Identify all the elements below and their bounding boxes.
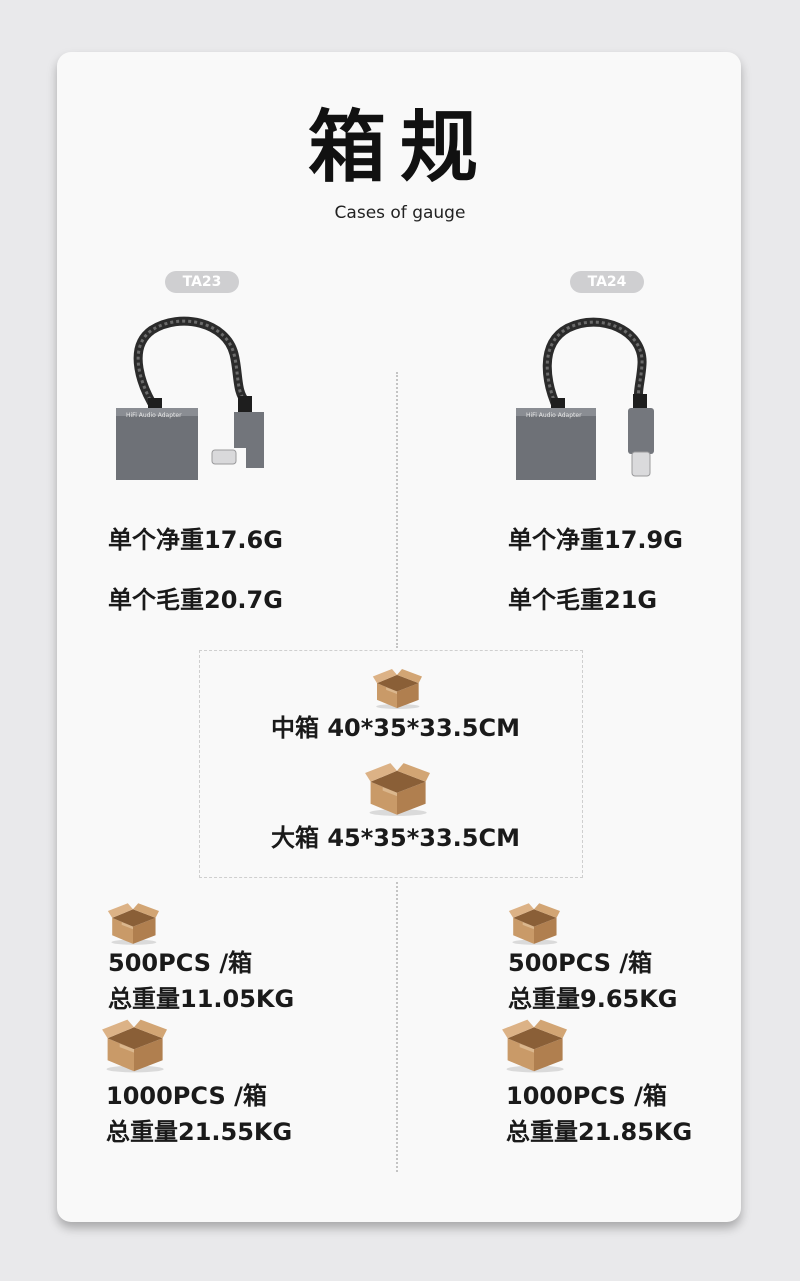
model-badge-ta23: TA23 (165, 271, 239, 293)
cardboard-box-icon (107, 902, 159, 946)
ta23-adapter-image: HiFi Audio Adapter (96, 300, 276, 480)
model-badge-ta24: TA24 (570, 271, 644, 293)
divider-bottom (396, 882, 398, 1172)
content-card (57, 52, 741, 1222)
ta23-1000-qty: 1000PCS /箱 (106, 1082, 267, 1110)
ta24-1000-qty: 1000PCS /箱 (506, 1082, 667, 1110)
ta24-500-qty: 500PCS /箱 (508, 949, 653, 977)
large-carton-size: 大箱 45*35*33.5CM (271, 824, 520, 852)
ta23-gross-weight: 单个毛重20.7G (108, 586, 283, 614)
ta23-500-qty: 500PCS /箱 (108, 949, 253, 977)
ta24-net-weight: 单个净重17.9G (508, 526, 683, 554)
cardboard-box-icon (364, 762, 430, 817)
page-title: 箱规 (307, 103, 492, 193)
adapter-label-ta24: HiFi Audio Adapter (526, 412, 582, 419)
ta24-1000-weight: 总重量21.85KG (506, 1118, 693, 1146)
cardboard-box-icon (508, 902, 560, 946)
ta23-net-weight: 单个净重17.6G (108, 526, 283, 554)
ta24-gross-weight: 单个毛重21G (508, 586, 658, 614)
adapter-label-ta23: HiFi Audio Adapter (126, 412, 182, 419)
cardboard-box-icon (101, 1018, 167, 1074)
ta23-1000-weight: 总重量21.55KG (106, 1118, 293, 1146)
divider-top (396, 372, 398, 648)
page-subtitle: Cases of gauge (334, 203, 466, 223)
cardboard-box-icon (501, 1018, 567, 1074)
cardboard-box-icon (372, 668, 422, 710)
medium-carton-size: 中箱 40*35*33.5CM (271, 714, 520, 742)
ta23-500-weight: 总重量11.05KG (108, 985, 295, 1013)
ta24-adapter-image: HiFi Audio Adapter (506, 300, 686, 480)
carton-size-frame (199, 650, 583, 878)
ta24-500-weight: 总重量9.65KG (508, 985, 678, 1013)
